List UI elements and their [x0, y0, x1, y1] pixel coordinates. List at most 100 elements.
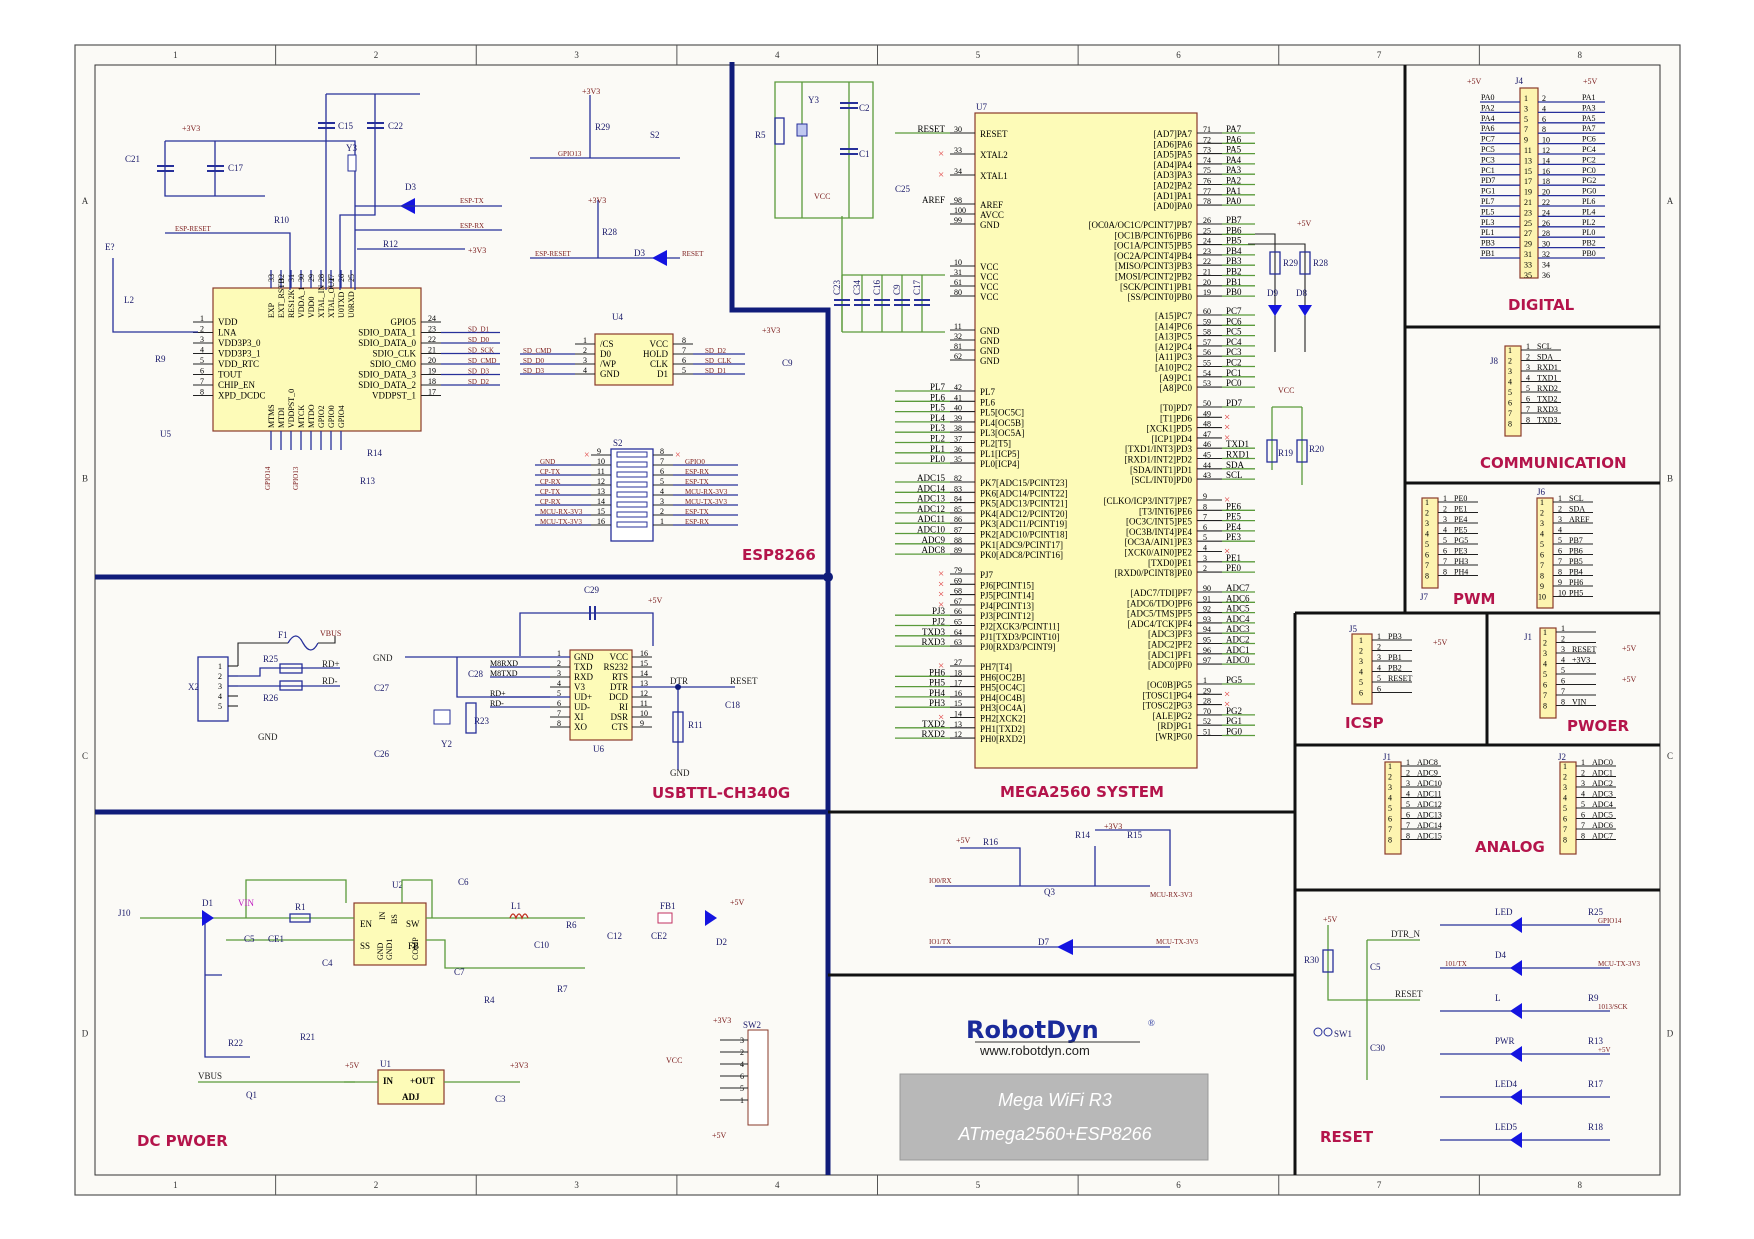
flash-net-label: SD_D1 [705, 367, 727, 375]
dip-net-label: ESP-TX [685, 478, 709, 486]
header-pin-number: 7 [1561, 687, 1565, 696]
header-pin-net: ADC7 [1592, 832, 1613, 841]
no-connect-icon: × [938, 568, 944, 580]
grid-col-bottom: 1 [173, 1180, 178, 1190]
dip-switch-lever[interactable] [616, 521, 648, 528]
net-reset-ch340: RESET [730, 676, 758, 686]
no-connect-icon: × [675, 450, 681, 461]
board-chips: ATmega2560+ESP8266 [957, 1124, 1152, 1144]
ch340-pin-number: 6 [557, 699, 561, 708]
mega-pin-number: 30 [954, 125, 962, 134]
header-pin-number: 7 [1526, 405, 1530, 414]
mega-pin-number: 88 [954, 536, 962, 545]
c7-label: C7 [454, 967, 465, 977]
mega-pin-name: [TOSC2]PG3 [1143, 701, 1193, 711]
mega-pin-name: VCC [980, 282, 999, 292]
regulator-u1 [377, 1069, 445, 1105]
d8-label: D8 [1296, 288, 1307, 298]
mega-pin-number: 45 [1203, 451, 1211, 460]
header-pin-net: PE3 [1454, 547, 1467, 556]
esp-net-label: SD_D1 [468, 326, 490, 334]
mega-pin-number: 94 [1203, 625, 1211, 634]
mega-pin-number: 85 [954, 505, 962, 514]
y2-label: Y2 [441, 739, 452, 749]
header-pin-index: 5 [1425, 540, 1429, 549]
mega-pin-name: [TOSC1]PG4 [1143, 690, 1193, 700]
sw2-label: SW2 [743, 1020, 761, 1030]
header-pin-number: 5 [1558, 536, 1562, 545]
dip-switch-lever[interactable] [616, 491, 648, 498]
mega-pin-number: 69 [954, 576, 962, 585]
mega-pin-number: 77 [1203, 187, 1211, 196]
mega-pin-number: 13 [954, 720, 962, 729]
c1-label: C1 [859, 149, 870, 159]
net-gnd-r11: GND [670, 768, 690, 778]
dip-switch-lever[interactable] [616, 501, 648, 508]
mega-net-label: PL7 [930, 382, 946, 392]
c22-label: C22 [388, 121, 403, 131]
dip-switch-lever[interactable] [616, 481, 648, 488]
mega-pin-number: 71 [1203, 125, 1211, 134]
j4-net-label: PC4 [1582, 145, 1596, 154]
dip-pin-number: 7 [660, 457, 664, 466]
j4-net-label: PL7 [1481, 197, 1494, 206]
mega-pin-name: PJ0[RXD3/PCINT9] [980, 642, 1056, 652]
mega-pin-number: 65 [954, 618, 962, 627]
header-pin-index: 2 [1508, 357, 1512, 366]
mega-pin-number: 38 [954, 424, 962, 433]
dip-switch-lever[interactable] [616, 461, 648, 468]
esp-pin-number: 24 [428, 314, 436, 323]
flash-pin-name: HOLD [643, 349, 668, 359]
decoupling-cap-label: C9 [892, 284, 902, 295]
section-title-esp8266: ESP8266 [742, 546, 816, 564]
j4-pin-number: 24 [1542, 208, 1550, 217]
dip-switch-lever[interactable] [616, 471, 648, 478]
dip-switch-lever[interactable] [616, 511, 648, 518]
header-pin-number: 1 [1581, 758, 1585, 767]
mega-net-label: PB4 [1226, 246, 1242, 256]
ch340-net-label: M8TXD [490, 669, 518, 678]
dip-pin-number: 1 [660, 517, 664, 526]
status-led-left-net: 101/TX [1445, 960, 1467, 968]
esp-pin-name: SDIO_DATA_2 [358, 380, 416, 390]
esp-pin-name: LNA [218, 328, 237, 338]
header-pin-net: TXD2 [1537, 395, 1557, 404]
mega-pin-number: 54 [1203, 369, 1211, 378]
u6-label: U6 [593, 744, 604, 754]
flash-pin-number: 2 [583, 346, 587, 355]
dip-pin-number: 5 [660, 477, 664, 486]
esp-pin-name: VDDPST_0 [287, 389, 296, 428]
esp-pin-number: 30 [297, 274, 306, 282]
power-5v-dc: +5V [730, 898, 745, 907]
header-pin-net: PH3 [1454, 557, 1468, 566]
header-pin-index: 4 [1425, 530, 1429, 539]
header-pin-number: 1 [1443, 494, 1447, 503]
dip-switch-lever[interactable] [616, 451, 648, 458]
flash-net-label: SD_CLK [705, 357, 731, 365]
grid-col-top: 7 [1377, 50, 1382, 60]
sw2-power-5v: +5V [712, 1131, 727, 1140]
j4-net-label: PA5 [1582, 114, 1596, 123]
power-3v3-ls: +3V3 [1104, 822, 1122, 831]
ch340-pin-number: 8 [557, 719, 561, 728]
ch340-pin-name: RXD [574, 672, 594, 682]
mega-pin-number: 14 [954, 710, 962, 719]
header-pin-index: 2 [1388, 773, 1392, 782]
header-pin-index: 6 [1425, 551, 1429, 560]
dip-pin-number: 10 [597, 457, 605, 466]
esp-pin-name: MTDI [277, 407, 286, 428]
header-pin-net: ADC4 [1592, 800, 1613, 809]
mega-pin-name: PH6[OC2B] [980, 672, 1025, 682]
diode-d1-icon [202, 910, 214, 926]
mega-pin-number: 1 [1203, 676, 1207, 685]
header-pin-index: 5 [1359, 678, 1363, 687]
ch340-pin-number: 3 [557, 669, 561, 678]
mega-pin-name: PL5[OC5C] [980, 408, 1024, 418]
mega-net-label: PB7 [1226, 215, 1242, 225]
reset-button-icon[interactable] [1313, 1027, 1323, 1037]
mega-pin-number: 86 [954, 515, 962, 524]
led-d8-icon [1298, 305, 1312, 316]
header-pin-net: RESET [1388, 674, 1413, 683]
mega-pin-name: PH3[OC4A] [980, 703, 1026, 713]
